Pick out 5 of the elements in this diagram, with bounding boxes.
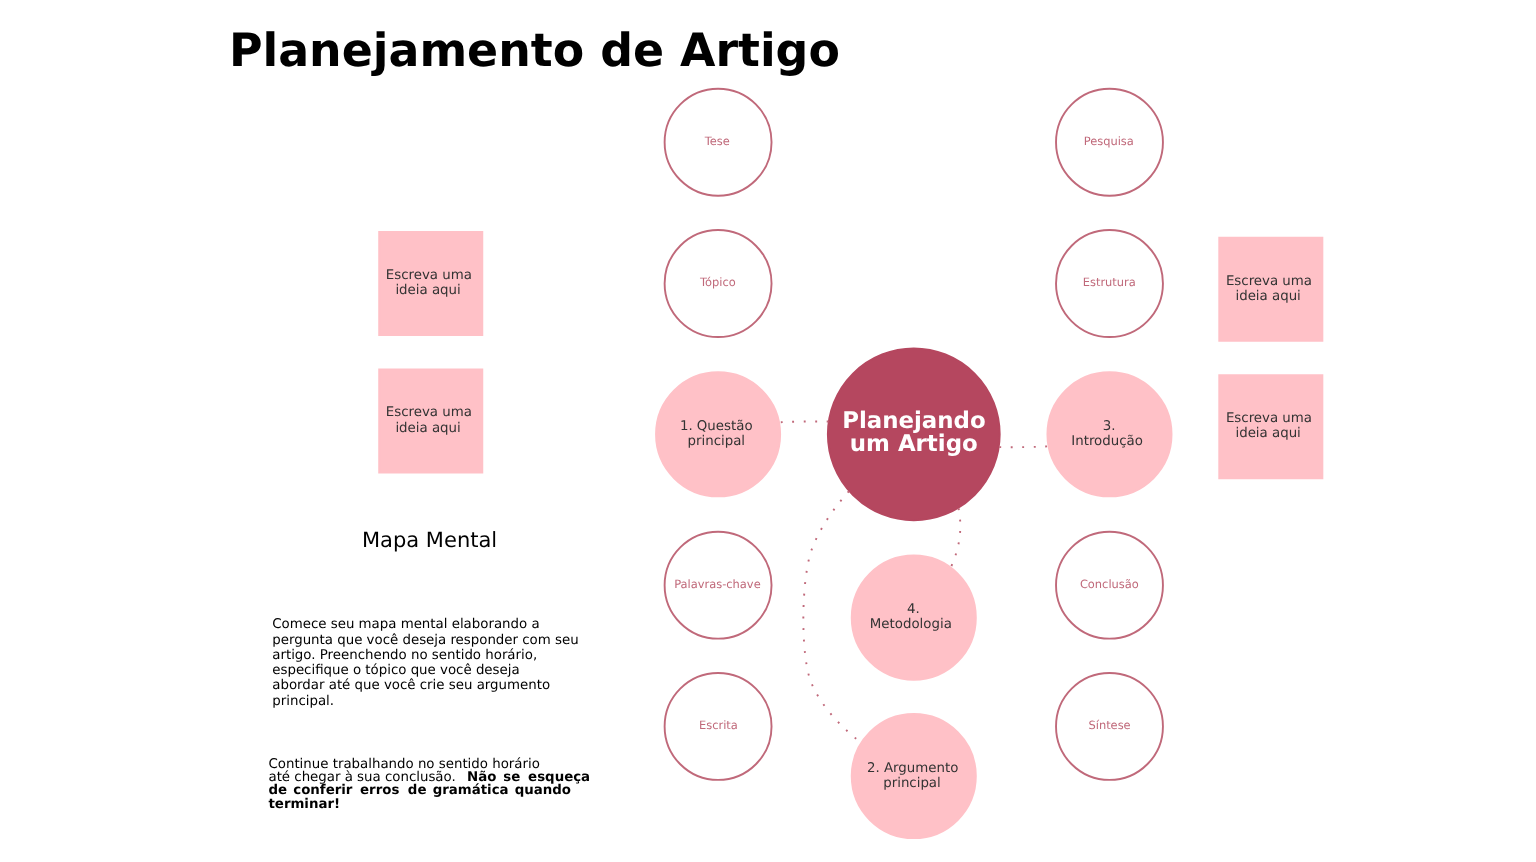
node-circle: Planejando um Artigo	[826, 347, 1001, 522]
diagram-title: Planejamento de Artigo	[228, 26, 840, 79]
connector	[949, 507, 962, 569]
connector	[802, 490, 862, 744]
label: Mapa Mental	[362, 528, 498, 553]
